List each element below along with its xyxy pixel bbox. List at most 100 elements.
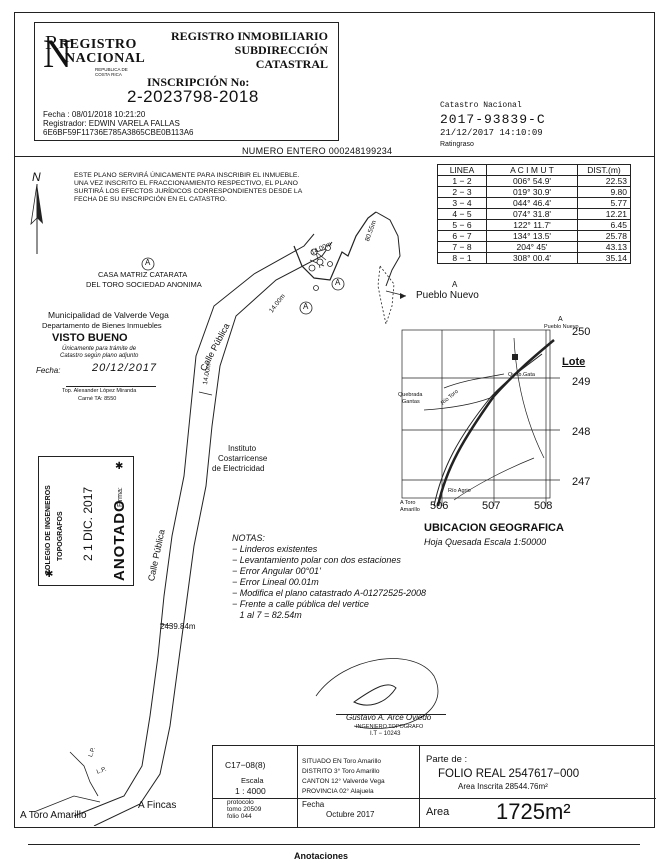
a-toro-amarillo-label: A Toro Amarillo — [20, 810, 87, 821]
area-value: 1725m² — [496, 799, 571, 824]
signature-line — [336, 714, 446, 715]
stamp-anotado: ANOTADO — [111, 499, 128, 581]
stamp-star-icon: ✱ — [115, 461, 124, 472]
pueblo-nuevo-label: Pueblo Nuevo — [416, 290, 479, 301]
fecha-line: Fecha : 08/01/2018 10:21:20 — [43, 110, 146, 119]
col-dist: DIST.(m) — [577, 164, 631, 176]
plan-notice: ESTE PLANO SERVIRÁ ÚNICAMENTE PARA INSCR… — [74, 172, 302, 203]
visto-bueno-line1: Únicamente para trámite de — [62, 346, 137, 352]
visto-bueno-fecha-label: Fecha: — [36, 366, 61, 375]
area-inscrita: Area Inscrita 28544.76m² — [458, 782, 548, 791]
row-dist: 5.77 — [577, 197, 631, 209]
loc-quebrada2: Gantas — [402, 399, 420, 405]
a-fincas-label: A Fincas — [138, 800, 177, 811]
registro-nacional-logo: N R REGISTRO NACIONAL REPUBLICA DE COSTA… — [39, 29, 151, 77]
north-arrow-icon — [30, 184, 43, 254]
stamp-date: 2 1 DIC. 2017 — [81, 486, 95, 561]
row-acimut: 204° 45' — [486, 241, 578, 253]
signer-title: INGENIERO TOPOGRAFO — [356, 724, 424, 730]
escala-label: Escala — [241, 776, 264, 785]
footer-sheet-box: C17−08(8) Escala 1 : 4000 protocolo tomo… — [212, 745, 299, 828]
ubicacion-subtitle: Hoja Quesada Escala 1:50000 — [424, 537, 547, 547]
marker-a-casa: A — [145, 258, 151, 267]
dist-2439-label: 2439.84m — [160, 622, 196, 631]
org-line2: SUBDIRECCIÓN — [234, 43, 328, 57]
catastro-operator: Ratingraso — [440, 141, 474, 148]
parte-de-label: Parte de : — [426, 754, 468, 765]
stamp-star-icon-2: ✱ — [45, 569, 54, 580]
anotaciones-rule — [28, 844, 640, 845]
logo-sub2: COSTA RICA — [95, 72, 122, 77]
loc-lote: Lote — [562, 356, 586, 368]
loc-y-249: 249 — [572, 376, 591, 388]
signer-name: Gustavo A. Arce Oviedo — [346, 713, 432, 722]
nota-item: − Modifica el plano catastrado A-0127252… — [232, 588, 427, 598]
loc-a-toro: A Toro — [400, 500, 416, 506]
registry-header: N R REGISTRO NACIONAL REPUBLICA DE COSTA… — [34, 22, 339, 141]
org-line3: CATASTRAL — [255, 57, 328, 71]
footer-divider-1 — [213, 798, 299, 799]
col-acimut: A C I M U T — [486, 164, 578, 176]
colegio-stamp: COLEGIO DE INGENIEROS TOPOGRAFOS 2 1 DIC… — [38, 456, 134, 586]
header-divider — [14, 156, 655, 157]
fecha-footer-value: Octubre 2017 — [326, 810, 375, 819]
footer-folio-box: Parte de : FOLIO REAL 2547617−000 Area I… — [419, 745, 656, 828]
registrador-line: Registrador: EDWIN VARELA FALLAS — [43, 119, 180, 128]
nota-item: − Frente a calle pública del vertice — [232, 599, 369, 609]
visto-bueno-stamp: Municipalidad de Valverde Vega Departame… — [36, 310, 196, 406]
row-dist: 9.80 — [577, 186, 631, 198]
lote-marker — [512, 354, 518, 360]
footer-divider-3 — [420, 798, 656, 799]
inscripcion-label: INSCRIPCIÓN No: — [147, 75, 250, 89]
loc-amarillo: Amarillo — [400, 507, 420, 513]
provincia-label: PROVINCIA 02° Alajuela — [302, 788, 374, 795]
loc-x-508: 508 — [534, 500, 553, 512]
row-dist: 43.13 — [577, 241, 631, 253]
fecha-footer-label: Fecha — [302, 800, 325, 809]
instituto-label2: Costarricense — [218, 454, 268, 463]
loc-quebrada: Quebrada — [398, 392, 423, 398]
loc-y-247: 247 — [572, 476, 591, 488]
row-acimut: 122° 11.7' — [486, 219, 578, 231]
row-dist: 35.14 — [577, 252, 631, 264]
loc-a-pueblo: A — [558, 316, 563, 323]
loc-x-507: 507 — [482, 500, 501, 512]
notas-title: NOTAS: — [232, 533, 265, 543]
folio-real: FOLIO REAL 2547617−000 — [438, 768, 580, 780]
escala-value: 1 : 4000 — [235, 786, 266, 796]
row-acimut: 006° 54.9' — [486, 175, 578, 187]
visto-bueno-title: VISTO BUENO — [52, 332, 128, 344]
casa-matriz-label: CASA MATRIZ CATARATA — [98, 270, 188, 279]
distrito-label: DISTRITO 3° Toro Amarillo — [302, 768, 380, 775]
catastro-datetime: 21/12/2017 14:10:09 — [440, 128, 543, 138]
svg-text:R: R — [45, 32, 59, 54]
ubicacion-title: UBICACION GEOGRAFICA — [424, 522, 564, 534]
logo-sub1: REPUBLICA DE — [95, 67, 128, 72]
location-map — [401, 329, 560, 507]
notas-block: NOTAS: − Linderos existentes − Levantami… — [232, 533, 426, 621]
table-header-row: LINEA A C I M U T DIST.(m) — [437, 164, 631, 176]
nota-item: 1 al 7 = 82.54m — [232, 610, 302, 620]
row-acimut: 074° 31.8' — [486, 208, 578, 220]
row-linea: 8 − 1 — [437, 252, 487, 264]
signer-code: I.T − 10243 — [370, 731, 401, 737]
catastro-number: 2017-93839-C — [440, 112, 546, 127]
hash-line: 6E6BF59F11736E785A3865CBE0B113A6 — [43, 128, 194, 137]
loc-y-248: 248 — [572, 426, 591, 438]
protocolo-label: protocolo — [227, 799, 254, 806]
row-acimut: 044° 46.4' — [486, 197, 578, 209]
row-acimut: 308° 00.4' — [486, 252, 578, 264]
footer-location-box: SITUADO EN Toro Amarillo DISTRITO 3° Tor… — [297, 745, 421, 828]
marker-a-lot2: A — [335, 278, 341, 287]
site-plan-drawing — [33, 211, 439, 826]
marker-a-pueblo: A — [452, 280, 458, 289]
inscripcion-number: 2-2023798-2018 — [127, 87, 259, 106]
nota-item: − Linderos existentes — [232, 544, 318, 554]
row-dist: 6.45 — [577, 219, 631, 231]
